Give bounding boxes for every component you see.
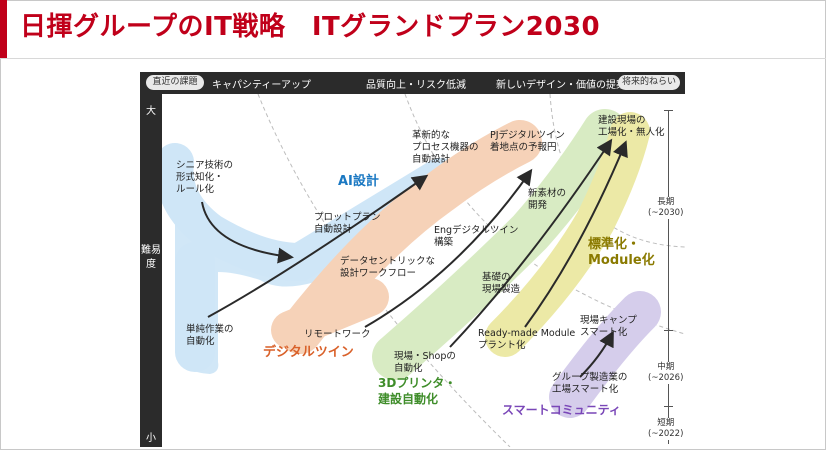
- difficulty-low: 小: [146, 433, 156, 444]
- item-remote-work: リモートワーク: [304, 329, 371, 340]
- digital-twin-band-lower: [271, 278, 389, 349]
- term-mid: 中期 (~2026): [648, 362, 684, 384]
- column-capacity: キャパシティーアップ: [212, 80, 311, 91]
- item-pj-digital-twin: PJデジタルツイン 着地点の予報円: [490, 130, 565, 153]
- horizon-axis-bar: 直近の課題 キャパシティーアップ 品質向上・リスク低減 新しいデザイン・価値の提…: [140, 72, 685, 94]
- term-tick-top: [664, 110, 673, 111]
- title-divider: [0, 58, 826, 59]
- category-digital-twin: デジタルツイン: [263, 345, 354, 360]
- arrow-shop-to-construction: [449, 138, 613, 348]
- item-plot-plan: プロットプラン 自動設計: [314, 212, 381, 235]
- difficulty-label: 難易度: [141, 245, 161, 270]
- near-term-issue-pill: 直近の課題: [146, 75, 204, 90]
- item-foundation: 基礎の 現場製造: [482, 272, 521, 295]
- page-title: 日揮グループのIT戦略 ITグランドプラン2030: [20, 12, 601, 42]
- item-innovative-process: 革新的な プロセス機器の 自動設計: [412, 130, 479, 165]
- category-smart-community: スマートコミュニティ: [502, 403, 621, 417]
- arrow-group-to-camp: [579, 330, 614, 378]
- item-shop-automation: 現場・Shopの 自動化: [394, 351, 456, 374]
- item-group-factory: グループ製造業の 工場スマート化: [552, 372, 628, 395]
- item-readymade-module: Ready-made Module プラント化: [478, 328, 576, 351]
- term-short: 短期 (~2022): [648, 418, 684, 440]
- term-long: 長期 (~2030): [648, 197, 684, 219]
- item-simple-work: 単純作業の 自動化: [186, 324, 234, 347]
- term-tick-mid: [664, 330, 673, 331]
- term-tick-short: [664, 406, 673, 407]
- difficulty-high: 大: [146, 106, 156, 117]
- term-bracket-line: [668, 110, 669, 444]
- arrow-simple-to-innovative: [207, 174, 429, 318]
- item-construction-factory: 建設現場の 工場化・無人化: [598, 115, 665, 138]
- title-accent-bar: [0, 0, 7, 58]
- item-new-materials: 新素材の 開発: [528, 188, 567, 211]
- item-eng-digital-twin: Engデジタルツイン 構築: [434, 225, 519, 248]
- it-strategy-diagram: 直近の課題 キャパシティーアップ 品質向上・リスク低減 新しいデザイン・価値の提…: [140, 72, 685, 447]
- category-ai-design: AI設計: [338, 174, 379, 189]
- column-new-design: 新しいデザイン・価値の提案: [496, 80, 626, 91]
- future-aim-pill: 将来的ねらい: [618, 75, 680, 90]
- digital-twin-band: [278, 120, 542, 354]
- column-quality: 品質向上・リスク低減: [366, 80, 466, 91]
- roadmap-bands: [155, 93, 685, 447]
- category-3d-printer: 3Dプリンタ・ 建設自動化: [378, 376, 457, 406]
- arrow-remote-to-pj: [364, 168, 533, 328]
- item-data-centric: データセントリックな 設計ワークフロー: [340, 256, 436, 279]
- difficulty-axis-bar: 大 難易度 小: [140, 94, 162, 447]
- item-senior-knowledge: シニア技術の 形式知化・ ルール化: [176, 160, 234, 195]
- category-standardization-module: 標準化・ Module化: [588, 237, 655, 268]
- arrow-senior-to-plot: [201, 201, 294, 264]
- arrow-readymade-to-construction: [524, 140, 628, 328]
- module-band: [485, 112, 650, 357]
- 3d-printer-band: [372, 109, 628, 380]
- item-camp-smart: 現場キャンプ スマート化: [580, 315, 637, 338]
